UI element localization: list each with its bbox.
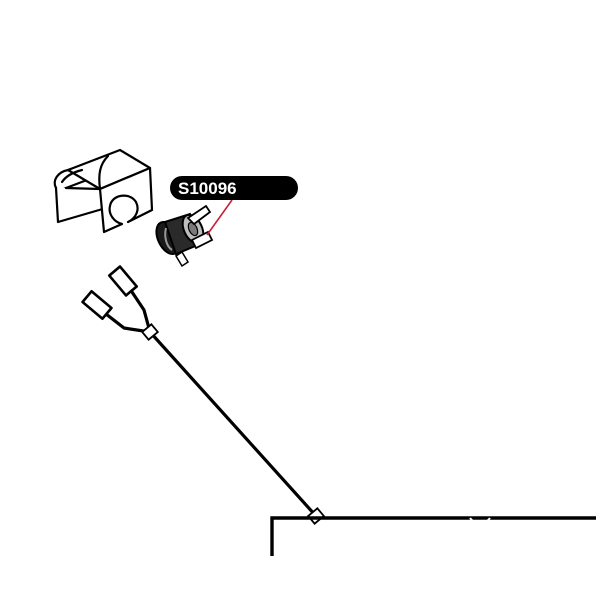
appliance-frame-icon [270,516,596,556]
wire-tie-icon [140,323,326,525]
bracket-cover-icon [53,148,154,234]
part-label[interactable]: S10096 [170,176,298,200]
leader-line [206,199,233,236]
thermal-fuse-icon [155,204,214,268]
spade-terminal-icon [81,265,139,321]
wire-harness-icon [104,290,318,518]
part-label-text: S10096 [178,179,237,198]
part-label-pill [170,176,298,200]
